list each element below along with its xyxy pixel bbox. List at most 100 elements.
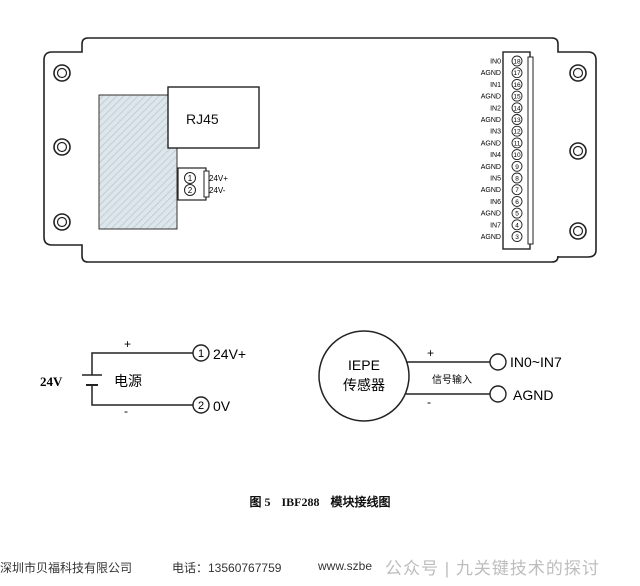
module-body bbox=[43, 37, 597, 263]
terminal-pin-number: 13 bbox=[513, 117, 521, 124]
terminal-pin-label: AGND bbox=[481, 117, 501, 124]
power-pin-2: 2 24V- bbox=[184, 184, 226, 196]
mounting-hole bbox=[569, 222, 587, 240]
figure-model: IBF288 bbox=[281, 495, 320, 509]
terminal-pin-circle bbox=[511, 160, 523, 172]
terminal-pin-circle bbox=[511, 207, 523, 219]
signal-input-label: 信号输入 bbox=[432, 373, 472, 386]
sensor-plus-sign: + bbox=[427, 346, 434, 360]
terminal-pin-circle bbox=[511, 55, 523, 67]
terminal-pin-label: AGND bbox=[481, 187, 501, 194]
terminal-pin-number: 10 bbox=[513, 152, 521, 159]
terminal-pin: 4 IN7 bbox=[490, 219, 523, 231]
terminal-pin-circle bbox=[511, 90, 523, 102]
power-pin-1: 1 24V+ bbox=[184, 172, 228, 184]
terminal-pin-circle bbox=[511, 231, 523, 242]
terminal-pin: 10 IN4 bbox=[490, 149, 523, 161]
mounting-holes bbox=[53, 64, 587, 240]
terminal-pin-label: AGND bbox=[481, 70, 501, 77]
terminal-pin-number: 3 bbox=[515, 234, 519, 241]
terminal-label: AGND bbox=[513, 387, 553, 403]
terminal-pin-label: IN6 bbox=[490, 199, 501, 206]
terminal-pin: 3 AGND bbox=[481, 231, 523, 242]
terminal-pin-label: AGND bbox=[481, 94, 501, 101]
power-voltage-label: 24V bbox=[40, 374, 63, 389]
mounting-hole bbox=[53, 64, 71, 82]
terminal-pin-label: IN4 bbox=[490, 152, 501, 159]
terminal-pin-circle bbox=[511, 219, 523, 231]
power-pin-number: 2 bbox=[188, 186, 193, 195]
terminal-pin-number: 18 bbox=[513, 59, 521, 66]
terminal-pin-number: 4 bbox=[515, 222, 519, 229]
power-terminal-2: 2 0V bbox=[192, 396, 231, 414]
mounting-hole bbox=[53, 138, 71, 156]
terminal-pin: 13 AGND bbox=[481, 114, 523, 125]
power-minus-sign: - bbox=[124, 404, 128, 418]
terminal-pin-number: 16 bbox=[513, 82, 521, 89]
rj45-label: RJ45 bbox=[186, 111, 219, 127]
terminal-pin-number: 14 bbox=[513, 105, 521, 112]
terminal-pin-number: 15 bbox=[513, 94, 521, 101]
figure-title: 模块接线图 bbox=[330, 495, 391, 509]
iepe-sensor: IEPE 传感器 bbox=[318, 330, 410, 422]
terminal-pin: 18 IN0 bbox=[490, 55, 523, 67]
sensor-minus-sign: - bbox=[427, 395, 431, 409]
terminal-pin-label: AGND bbox=[481, 234, 501, 241]
terminal-pin-circle bbox=[511, 78, 523, 90]
footer-website: www.szbe bbox=[318, 559, 373, 573]
mounting-hole bbox=[53, 213, 71, 231]
terminal-pin-circle bbox=[511, 195, 523, 207]
terminal-pin-circle bbox=[511, 125, 523, 137]
terminal-pin: 14 IN2 bbox=[490, 102, 523, 114]
power-pin-label: 24V- bbox=[209, 186, 226, 195]
board-area bbox=[98, 94, 178, 230]
mounting-hole bbox=[569, 64, 587, 82]
footer-watermark: 公众号 | 九关键技术的探讨 bbox=[385, 559, 600, 578]
terminal-pin-number: 7 bbox=[515, 187, 519, 194]
terminal-pin: 12 IN3 bbox=[490, 125, 523, 137]
terminal-pin-number: 12 bbox=[513, 129, 521, 136]
power-pin-number: 1 bbox=[188, 174, 193, 183]
terminal-pin-label: IN2 bbox=[490, 105, 501, 112]
power-source-label: 电源 bbox=[114, 374, 142, 390]
terminal-pin-number: 8 bbox=[515, 176, 519, 183]
sensor-label-line2: 传感器 bbox=[343, 377, 385, 394]
sensor-wires bbox=[406, 361, 490, 395]
terminal-pin: 6 IN6 bbox=[490, 195, 523, 207]
terminal-number: 2 bbox=[198, 400, 204, 412]
footer-phone: 电话：13560767759 bbox=[172, 561, 282, 575]
terminal-pin-label: IN0 bbox=[490, 59, 501, 66]
terminal-pin-number: 11 bbox=[514, 140, 521, 147]
terminal-block: 18IN017AGND16IN115AGND14IN213AGND12IN311… bbox=[481, 51, 534, 250]
terminal-pin-circle bbox=[511, 149, 523, 161]
sensor-label-line1: IEPE bbox=[348, 357, 380, 373]
power-terminal-1: 1 24V+ bbox=[192, 344, 246, 362]
terminal-pin-label: AGND bbox=[481, 211, 501, 218]
power-plus-sign: + bbox=[124, 337, 131, 351]
terminal-pin-number: 17 bbox=[513, 70, 521, 77]
terminal-pin-circle bbox=[511, 114, 523, 125]
ground-terminal: AGND bbox=[489, 385, 553, 403]
terminal-pin: 7 AGND bbox=[481, 184, 523, 196]
terminal-pin-label: AGND bbox=[481, 164, 501, 171]
power-pin-label: 24V+ bbox=[209, 174, 228, 183]
terminal-pin-number: 9 bbox=[515, 164, 519, 171]
figure-caption: 图 5 IBF288 模块接线图 bbox=[0, 493, 640, 510]
figure-number: 图 5 bbox=[249, 495, 271, 509]
terminal-pin-circle bbox=[511, 102, 523, 114]
terminal-pin-label: IN3 bbox=[490, 129, 501, 136]
terminal-pin: 15 AGND bbox=[481, 90, 523, 102]
terminal-pin-circle bbox=[511, 67, 523, 79]
terminal-pin-label: IN7 bbox=[490, 222, 501, 229]
terminal-pin: 17 AGND bbox=[481, 67, 523, 79]
terminal-pin-number: 6 bbox=[515, 199, 519, 206]
power-wiring bbox=[82, 352, 194, 406]
signal-terminal: IN0~IN7 bbox=[489, 353, 562, 371]
terminal-label: 0V bbox=[213, 398, 231, 414]
terminal-pin: 9 AGND bbox=[481, 160, 523, 172]
